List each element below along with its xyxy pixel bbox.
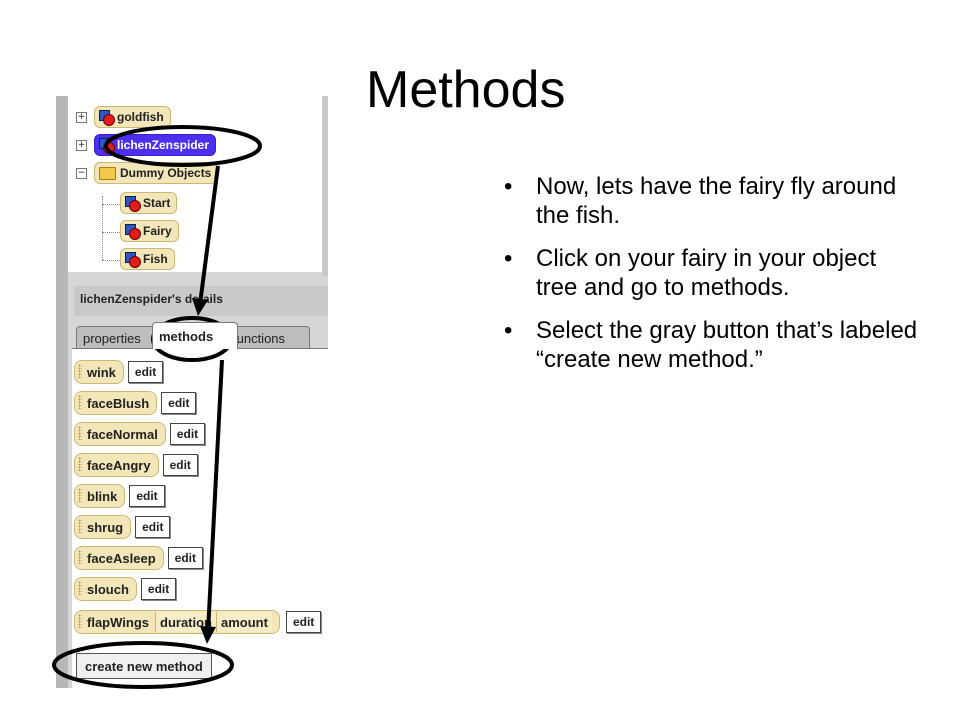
object-icon — [125, 252, 141, 268]
object-chip[interactable]: goldfish — [94, 106, 171, 128]
object-icon — [125, 196, 141, 212]
method-tile[interactable]: blink — [74, 484, 126, 508]
method-name: flapWings — [87, 614, 149, 630]
method-tile[interactable]: shrug — [74, 515, 132, 539]
bullet-glyph: • — [504, 245, 513, 272]
scrollbar-track[interactable] — [322, 96, 328, 276]
object-label: Fairy — [143, 224, 172, 238]
method-tile[interactable]: faceAsleep — [74, 546, 164, 570]
tab-methods[interactable]: methods — [152, 322, 238, 349]
method-row: faceBlush edit — [74, 390, 197, 416]
method-tile[interactable]: faceAngry — [74, 453, 159, 477]
bullet-item: • Click on your fairy in your object tree… — [500, 244, 920, 302]
slide-title: Methods — [366, 61, 566, 119]
method-tile-flapwings[interactable]: flapWings duration amount — [74, 610, 280, 634]
tree-item-goldfish[interactable]: + goldfish — [76, 106, 171, 128]
param-amount[interactable]: amount — [216, 612, 272, 632]
object-tree: + goldfish + lichenZenspider − Dummy Obj… — [68, 96, 322, 272]
tree-item-dummy-objects[interactable]: − Dummy Objects — [76, 162, 219, 184]
edit-button[interactable]: edit — [162, 454, 198, 476]
tree-connector — [102, 232, 120, 233]
object-chip[interactable]: Fairy — [120, 220, 179, 242]
tree-item-lichenzenspider[interactable]: + lichenZenspider — [76, 134, 217, 156]
object-chip-selected[interactable]: lichenZenspider — [94, 134, 217, 156]
edit-button[interactable]: edit — [285, 611, 322, 633]
method-row: faceAsleep edit — [74, 545, 203, 571]
method-tile[interactable]: faceNormal — [74, 422, 166, 446]
object-chip[interactable]: Start — [120, 192, 178, 214]
methods-pane: wink edit faceBlush edit faceNormal edit… — [72, 348, 328, 688]
create-new-method-button[interactable]: create new method — [76, 653, 212, 679]
method-row: wink edit — [74, 359, 164, 385]
details-tabs: properties methods functions — [72, 322, 328, 349]
object-icon — [125, 224, 141, 240]
bullet-glyph: • — [504, 317, 513, 344]
method-tile[interactable]: slouch — [74, 577, 137, 601]
method-row: slouch edit — [74, 576, 177, 602]
edit-button[interactable]: edit — [167, 547, 203, 569]
object-icon — [99, 138, 115, 154]
object-label: Start — [143, 196, 171, 210]
method-row: faceNormal edit — [74, 421, 206, 447]
method-tile[interactable]: wink — [74, 360, 124, 384]
folder-label: Dummy Objects — [120, 166, 212, 180]
method-row: shrug edit — [74, 514, 171, 540]
tree-connector — [102, 204, 120, 205]
edit-button[interactable]: edit — [135, 516, 171, 538]
expand-icon[interactable]: + — [76, 140, 87, 151]
tree-item-start[interactable]: Start — [120, 192, 178, 214]
object-icon — [99, 110, 115, 126]
bullet-text: Select the gray button that’s labeled “c… — [536, 317, 918, 373]
tree-connector — [102, 260, 120, 261]
tree-item-fish[interactable]: Fish — [120, 248, 175, 270]
bullet-glyph: • — [504, 173, 513, 200]
edit-button[interactable]: edit — [129, 485, 165, 507]
object-chip[interactable]: Fish — [120, 248, 175, 270]
param-duration[interactable]: duration — [155, 612, 216, 632]
bullet-item: • Select the gray button that’s labeled “… — [500, 316, 920, 374]
tree-item-fairy[interactable]: Fairy — [120, 220, 179, 242]
expand-icon[interactable]: + — [76, 112, 87, 123]
bullet-item: • Now, lets have the fairy fly around the… — [500, 172, 920, 230]
object-label: goldfish — [117, 110, 164, 124]
edit-button[interactable]: edit — [127, 361, 164, 383]
bullet-text: Click on your fairy in your object tree … — [536, 245, 877, 301]
ide-screenshot: + goldfish + lichenZenspider − Dummy Obj… — [56, 96, 328, 688]
method-row: flapWings duration amount edit — [74, 609, 322, 635]
method-row: faceAngry edit — [74, 452, 198, 478]
tab-functions[interactable]: functions — [226, 326, 310, 349]
bullet-list: • Now, lets have the fairy fly around the… — [500, 172, 920, 388]
left-border — [56, 96, 68, 688]
details-header: lichenZenspider's details — [74, 286, 328, 316]
object-label: Fish — [143, 252, 168, 266]
bullet-text: Now, lets have the fairy fly around the … — [536, 173, 897, 229]
collapse-icon[interactable]: − — [76, 168, 87, 179]
folder-icon — [99, 166, 116, 180]
edit-button[interactable]: edit — [161, 392, 197, 414]
folder-chip[interactable]: Dummy Objects — [94, 162, 219, 184]
method-row: blink edit — [74, 483, 165, 509]
object-label: lichenZenspider — [117, 138, 210, 152]
edit-button[interactable]: edit — [140, 578, 177, 600]
edit-button[interactable]: edit — [169, 423, 206, 445]
tree-connector — [102, 196, 103, 260]
tab-properties[interactable]: properties — [76, 326, 162, 349]
method-tile[interactable]: faceBlush — [74, 391, 158, 415]
